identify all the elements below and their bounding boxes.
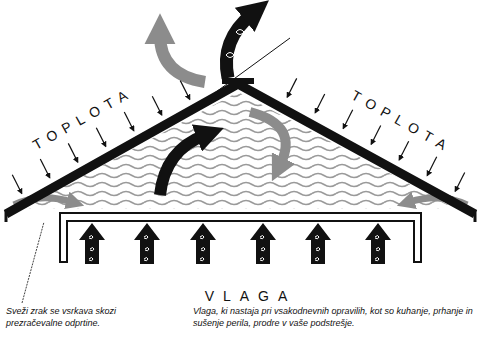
- moisture-arrow: [250, 223, 276, 264]
- heat-arrow: [68, 143, 77, 162]
- heat-arrow: [40, 159, 49, 178]
- air-flow-arrow: [250, 112, 286, 165]
- heat-arrow: [455, 173, 464, 192]
- heat-arrow: [399, 141, 408, 160]
- eave: [474, 210, 477, 222]
- heat-arrow: [12, 175, 21, 194]
- ceiling-joist: [60, 213, 421, 262]
- moisture-arrow: [190, 223, 216, 264]
- caption-note: Sveži zrak se vsrkava skozi prezračevaln…: [6, 306, 156, 329]
- swirl: [236, 30, 244, 35]
- heat-arrow: [124, 112, 133, 131]
- moisture-label: VLAGA: [196, 287, 297, 305]
- heat-arrow: [287, 78, 296, 97]
- heat-arrow: [343, 110, 352, 129]
- ridge-vent: [222, 78, 254, 84]
- heat-arrows: [12, 78, 464, 193]
- moisture-arrow: [365, 223, 391, 264]
- leader-line: [205, 38, 290, 100]
- moisture-arrow: [305, 223, 331, 264]
- exhaust-arrow: [226, 14, 252, 78]
- moisture-arrow: [79, 223, 105, 264]
- heat-arrow: [96, 128, 105, 147]
- swirl: [170, 178, 178, 181]
- roof: [6, 84, 475, 214]
- heat-arrow: [315, 94, 324, 113]
- eave: [5, 210, 8, 222]
- caption-note: Vlaga, ki nastaja pri vsakodnevnih oprav…: [193, 306, 475, 329]
- air-flow-arrow: [160, 135, 205, 195]
- leader-line: [22, 222, 44, 303]
- heat-arrow: [152, 96, 161, 115]
- heat-arrow: [180, 81, 189, 100]
- swirl: [226, 53, 234, 58]
- exhaust-arrow: [160, 35, 205, 82]
- heat-arrow: [371, 125, 380, 144]
- heat-arrow: [427, 157, 436, 176]
- moisture-arrow: [134, 223, 160, 264]
